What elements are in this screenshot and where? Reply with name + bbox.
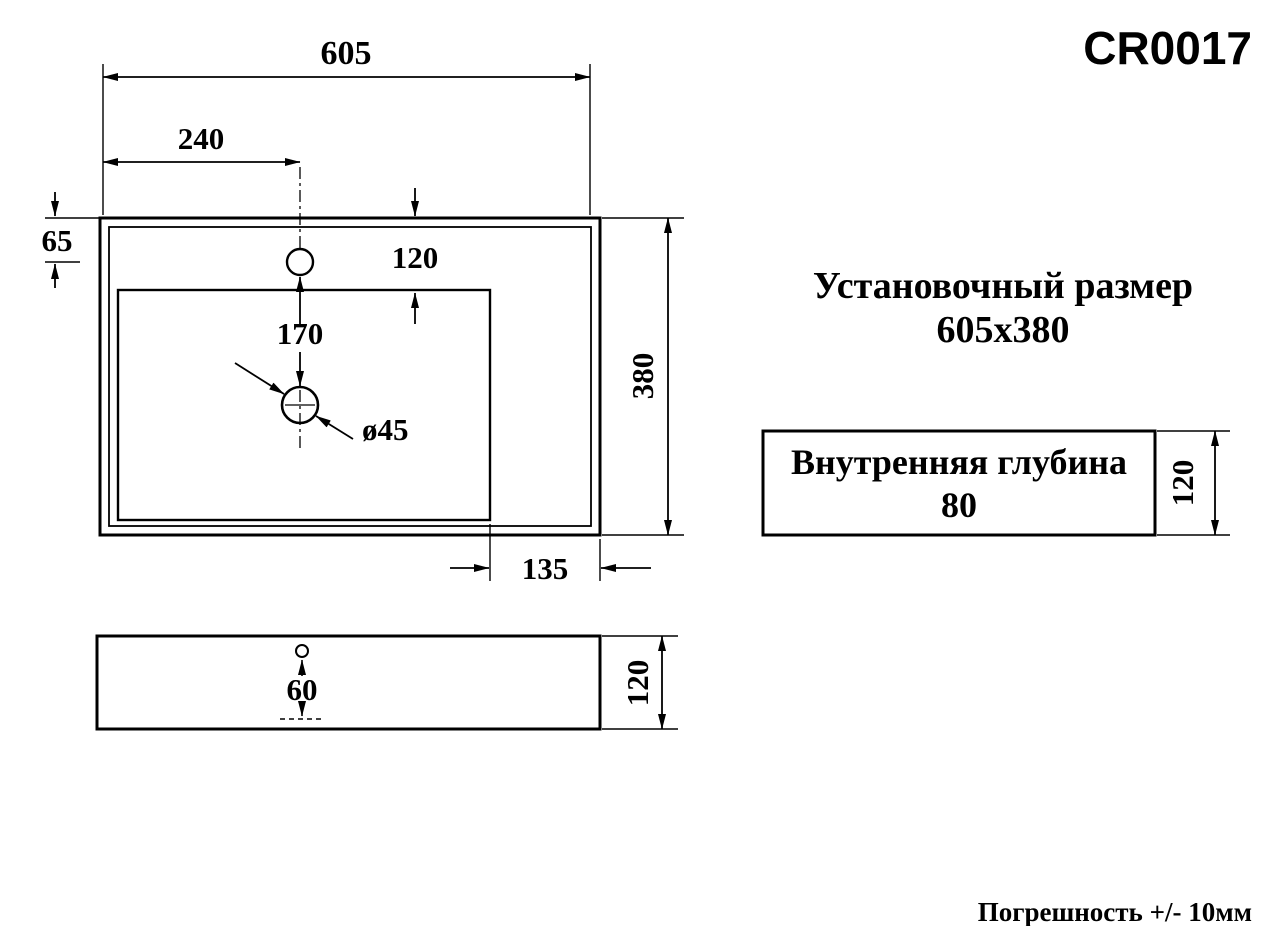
- inner-depth-box-outline: [761, 429, 1157, 537]
- model-number: CR0017: [1083, 22, 1252, 74]
- faucet-hole-side: [295, 644, 309, 658]
- inner-depth-value: 80: [941, 485, 977, 525]
- dim-overall-depth: [602, 217, 684, 536]
- install-size-value: 605x380: [937, 309, 1070, 351]
- dim-box-height-label: 120: [1165, 460, 1200, 507]
- sink-inner-edge: [108, 226, 592, 527]
- leader-line: [234, 362, 285, 395]
- basin-outline: [116, 288, 492, 522]
- dim-right-ledge-label: 135: [522, 551, 569, 586]
- dim-basin-inset-label: 120: [392, 240, 439, 275]
- dim-overall-depth-label: 380: [625, 353, 660, 400]
- dim-right-ledge: [450, 524, 651, 581]
- dim-side-height: [602, 635, 678, 730]
- dim-overall-width-label: 605: [321, 35, 372, 72]
- faucet-hole: [285, 247, 315, 277]
- dim-faucet-offset-y: [45, 192, 99, 288]
- tolerance-note: Погрешность +/- 10мм: [978, 897, 1252, 926]
- leader-line: [315, 415, 354, 440]
- inner-depth-box: [761, 429, 1230, 537]
- sink-outer-edge: [98, 216, 602, 537]
- top-view: [98, 216, 602, 537]
- dim-drain-diameter-label: ø45: [362, 412, 409, 447]
- dim-faucet-offset-x-label: 240: [178, 121, 225, 156]
- dim-faucet-to-drain-label: 170: [277, 316, 324, 351]
- dim-side-height-label: 120: [620, 660, 655, 707]
- dim-drain-diameter: [234, 362, 354, 440]
- dim-overall-width: [102, 64, 591, 215]
- inner-depth-label: Внутренняя глубина: [791, 442, 1127, 482]
- install-size-label: Установочный размер: [813, 265, 1193, 307]
- side-view: [95, 634, 602, 731]
- dim-faucet-offset-y-label: 65: [42, 223, 73, 258]
- dim-faucet-depth-label: 60: [287, 672, 318, 707]
- sink-side-outline: [95, 634, 602, 731]
